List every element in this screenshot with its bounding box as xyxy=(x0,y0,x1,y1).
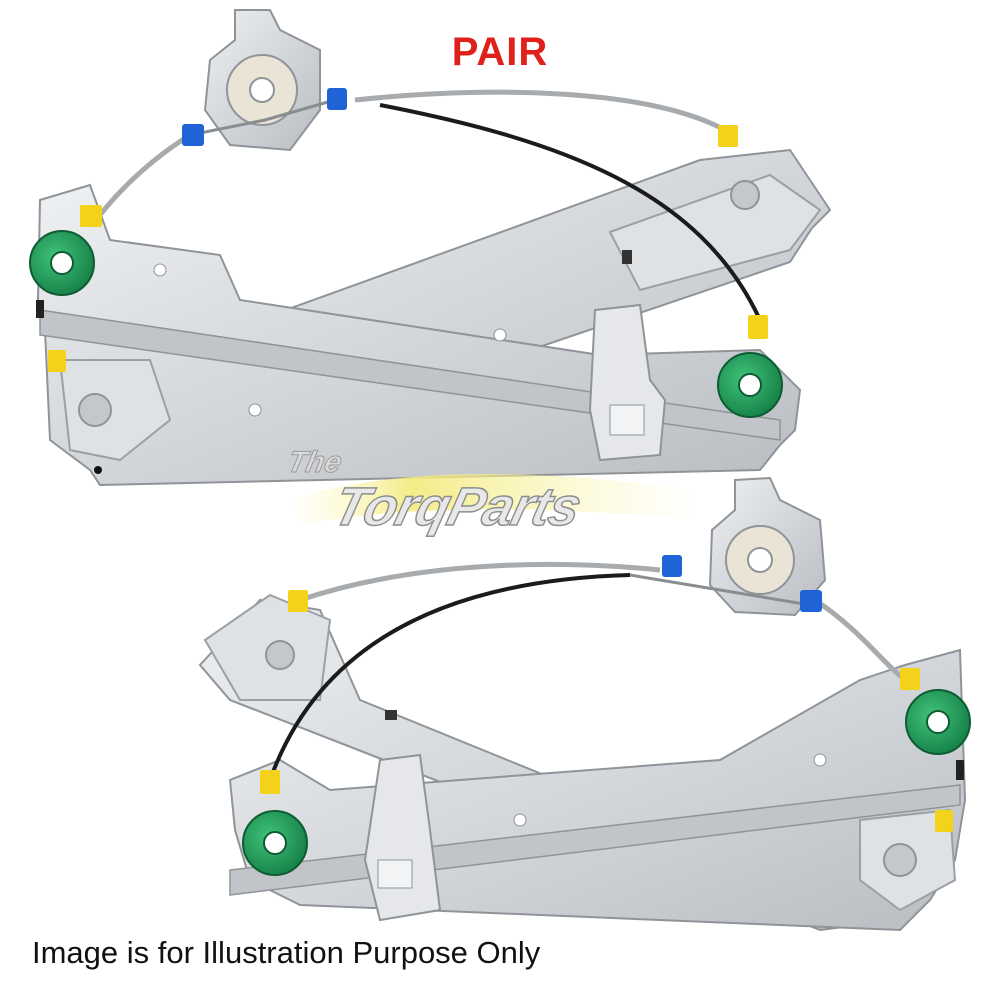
pulley-green xyxy=(242,810,308,876)
clip-yellow xyxy=(935,810,953,832)
cable-gray-top xyxy=(354,89,727,133)
clip-blue xyxy=(327,88,347,110)
cable-gray-bottom xyxy=(299,561,661,603)
regulator-bottom xyxy=(198,476,971,932)
cable-drum-top xyxy=(203,9,321,152)
clip-yellow xyxy=(748,315,768,339)
pulley-green xyxy=(905,689,971,755)
cable-black-top xyxy=(379,103,762,321)
cable-black-bottom xyxy=(268,573,631,781)
clip-yellow xyxy=(288,590,308,612)
cable-drum-bottom xyxy=(708,476,827,617)
rail-front-bottom xyxy=(228,648,967,932)
clip-blue xyxy=(800,590,822,612)
cable-gray-bottom-lower xyxy=(813,597,907,682)
clip-yellow xyxy=(260,770,280,794)
pair-heading: PAIR xyxy=(451,30,549,74)
cable-gray-top-lower xyxy=(98,132,192,217)
clip-yellow xyxy=(80,205,102,227)
clip-yellow xyxy=(718,125,738,147)
pulley-green xyxy=(29,230,95,296)
logo-wordmark: TorqParts xyxy=(327,476,588,538)
logo-prefix: The xyxy=(284,446,345,480)
clip-yellow xyxy=(900,668,920,690)
logo-swoosh xyxy=(290,473,700,525)
illustration-disclaimer: Image is for Illustration Purpose Only xyxy=(32,935,541,970)
clip-blue xyxy=(662,555,682,577)
pulley-green xyxy=(717,352,783,418)
rail-front-top xyxy=(36,183,802,487)
clip-blue xyxy=(182,124,204,146)
clip-yellow xyxy=(48,350,66,372)
regulator-top xyxy=(29,9,832,487)
